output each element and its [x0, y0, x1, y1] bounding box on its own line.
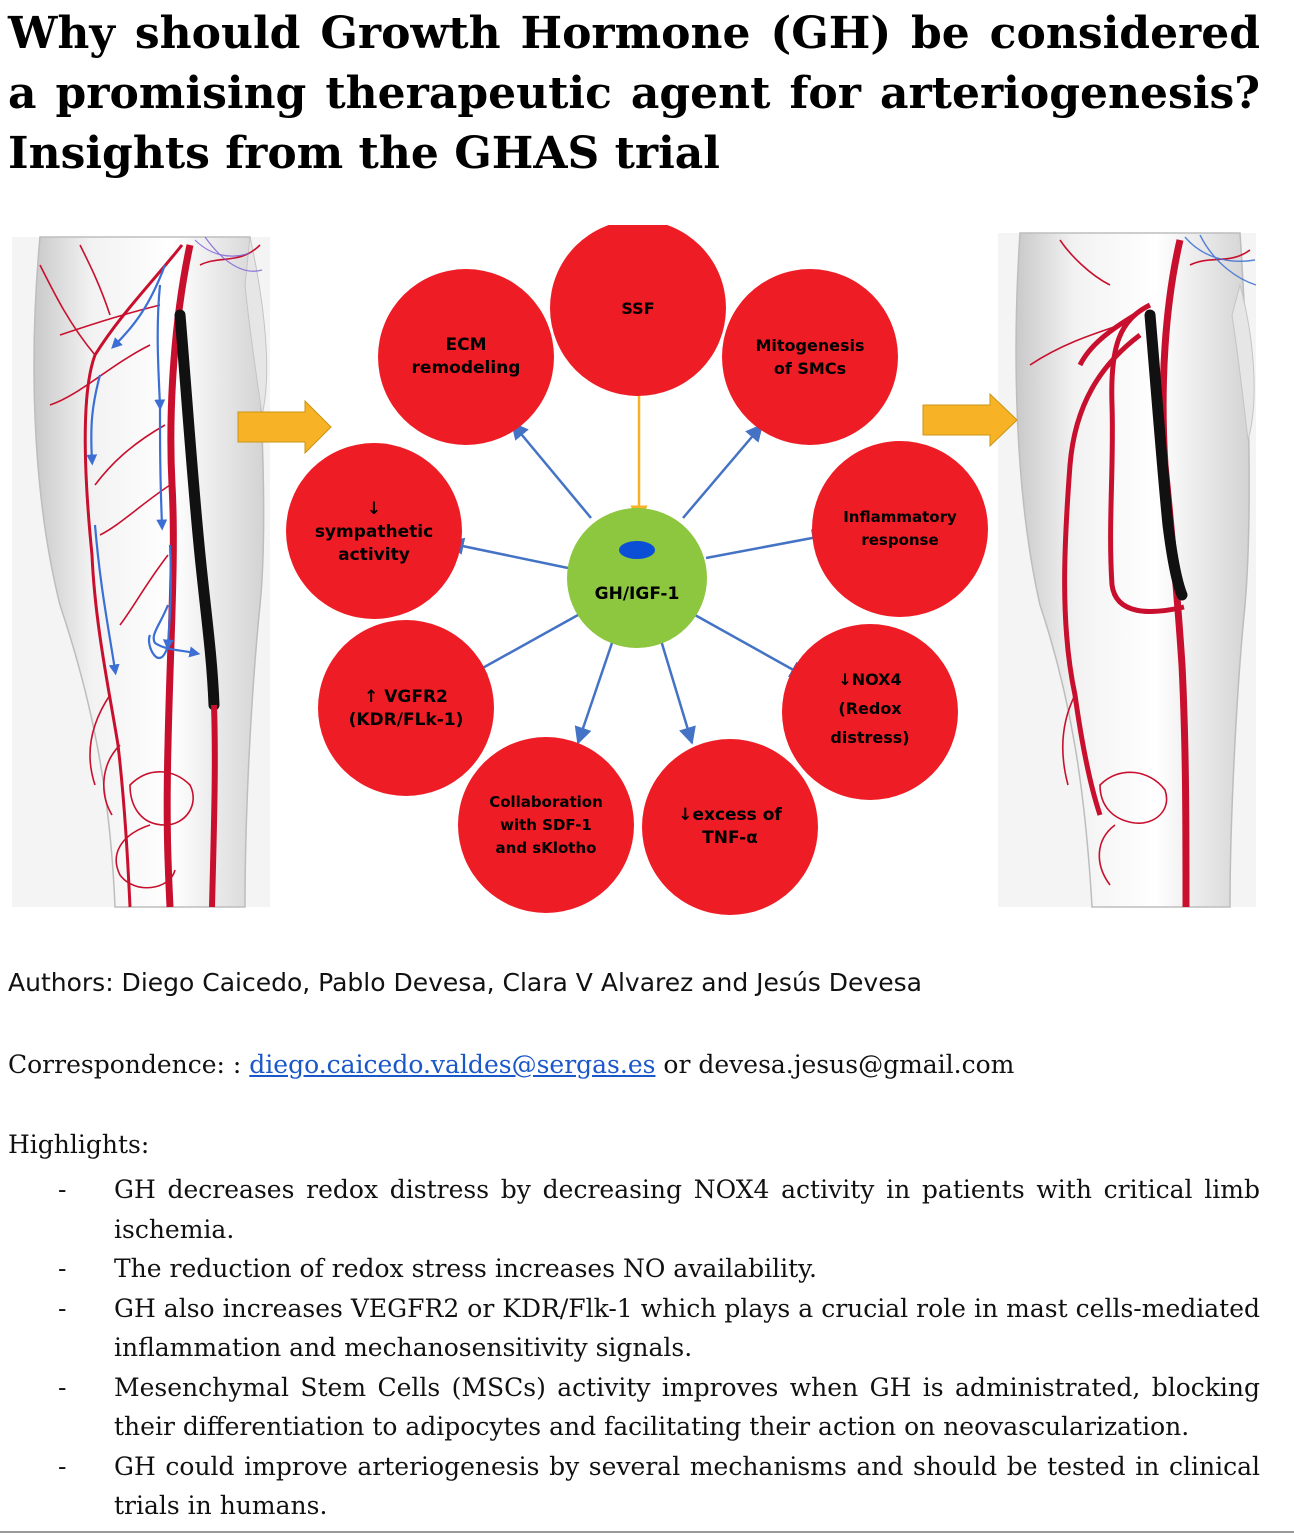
page-title: Why should Growth Hormone (GH) be consid…: [8, 8, 1260, 179]
highlight-item: - GH also increases VEGFR2 or KDR/Flk-1 w…: [58, 1289, 1260, 1368]
node-inflammatory: [812, 441, 988, 617]
diagram-canvas: [12, 225, 1257, 915]
highlight-text: GH decreases redox distress by decreasin…: [114, 1175, 1260, 1244]
left-flow-arrow: [237, 399, 332, 455]
authors-line: Authors: Diego Caicedo, Pablo Devesa, Cl…: [8, 968, 922, 997]
right-leg-illustration: [998, 232, 1257, 908]
node-ecm: [378, 269, 554, 445]
connector-arrows: [446, 395, 830, 745]
highlight-item: - GH could improve arteriogenesis by seve…: [58, 1447, 1260, 1526]
bullet-dash: -: [58, 1451, 67, 1481]
right-flow-arrow: [922, 392, 1018, 448]
highlight-item: - The reduction of redox stress increases…: [58, 1249, 1260, 1289]
correspondence-prefix: Correspondence: :: [8, 1050, 250, 1079]
node-vgfr2: [318, 620, 494, 796]
email-link-1[interactable]: diego.caicedo.valdes@sergas.es: [249, 1050, 656, 1079]
highlight-item: - GH decreases redox distress by decreasi…: [58, 1170, 1260, 1249]
node-label-tnf: ↓excess of TNF-α: [678, 805, 782, 848]
highlights-heading: Highlights:: [8, 1130, 150, 1159]
node-label-collaboration: Collaboration with SDF-1 and sKlotho: [489, 792, 603, 857]
bullet-dash: -: [58, 1254, 67, 1283]
bullet-dash: -: [58, 1175, 67, 1204]
correspondence-middle: or: [655, 1050, 699, 1079]
node-label-mitogenesis: Mitogenesis of SMCs: [755, 336, 865, 378]
left-leg-illustration: [12, 236, 270, 908]
node-label-sympathetic: ↓ sympathetic activity: [314, 498, 434, 565]
node-label-ssf: SSF: [621, 298, 655, 318]
highlights-list: - GH decreases redox distress by decreasi…: [58, 1170, 1260, 1526]
bullet-dash: -: [58, 1372, 67, 1402]
highlight-item: - Mesenchymal Stem Cells (MSCs) activity …: [58, 1368, 1260, 1447]
node-label-ecm: ECM remodeling: [411, 335, 521, 378]
correspondence-line: Correspondence: : diego.caicedo.valdes@s…: [8, 1050, 1014, 1079]
mechanism-nodes: [286, 225, 988, 915]
node-collaboration: [458, 737, 634, 913]
center-node: [567, 508, 707, 648]
center-cell-icon: [619, 541, 655, 559]
email-text-2: devesa.jesus@gmail.com: [698, 1050, 1015, 1079]
node-label-vgfr2: ↑ VGFR2 (KDR/FLk-1): [348, 687, 464, 730]
center-label: GH/IGF-1: [594, 583, 680, 604]
highlight-text: The reduction of redox stress increases …: [114, 1254, 817, 1283]
graphical-abstract: SSF Mitogenesis of SMCs Inflammatory res…: [0, 225, 1294, 915]
node-label-nox4: ↓NOX4 (Redox distress): [830, 669, 910, 747]
highlight-text: Mesenchymal Stem Cells (MSCs) activity i…: [114, 1372, 1260, 1442]
bullet-dash: -: [58, 1293, 67, 1323]
highlight-text: GH could improve arteriogenesis by sever…: [114, 1451, 1260, 1521]
bottom-divider: [0, 1531, 1294, 1533]
node-label-inflammatory: Inflammatory response: [843, 508, 957, 549]
highlight-text: GH also increases VEGFR2 or KDR/Flk-1 wh…: [114, 1293, 1260, 1363]
node-tnf: [642, 739, 818, 915]
node-ssf: [550, 225, 726, 396]
node-nox4: [782, 624, 958, 800]
node-mitogenesis: [722, 269, 898, 445]
node-sympathetic: [286, 443, 462, 619]
